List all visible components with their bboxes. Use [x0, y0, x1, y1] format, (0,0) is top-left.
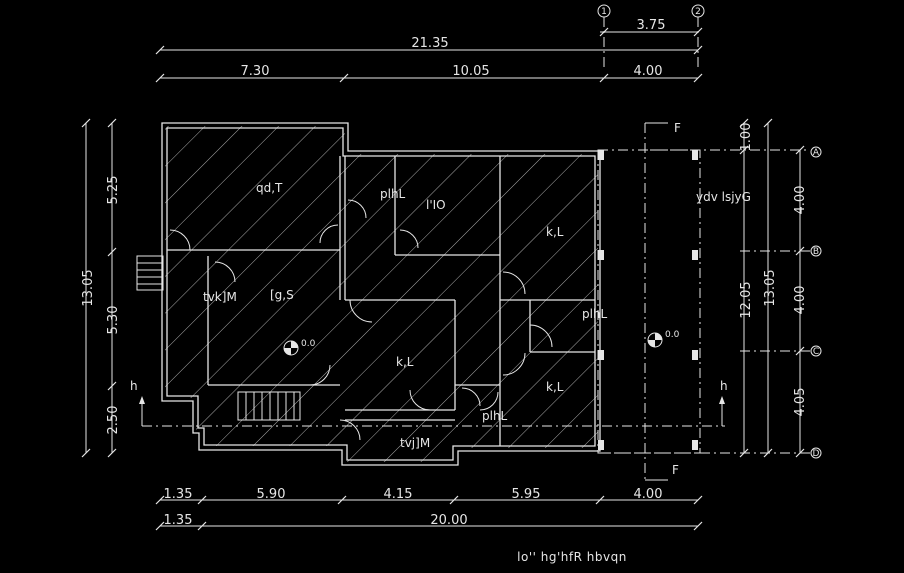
level-marker-1 — [283, 340, 299, 356]
dim-top-part-3: 4.00 — [634, 64, 663, 79]
dim-left-part-2: 5.30 — [106, 306, 121, 335]
room-label-4: k,L — [546, 225, 564, 239]
room-label-11: tvj]M — [400, 436, 430, 450]
dim-right-b-2: 4.00 — [793, 286, 808, 315]
dim-left-part-1: 5.25 — [106, 176, 121, 205]
level-value-1: 0.0 — [301, 339, 316, 349]
door-swings — [169, 199, 553, 441]
left-dimension-lines — [81, 118, 117, 458]
room-label-7: k,L — [396, 355, 414, 369]
axis-bubble-1: 1 — [597, 4, 611, 70]
dim-right-a-2: 12.05 — [739, 281, 754, 318]
dim-bottom-part-1: 1.35 — [164, 487, 193, 502]
bottom-dimension-lines — [155, 495, 703, 531]
dim-bottom-total-2: 20.00 — [430, 513, 467, 528]
dim-bottom-part-4: 5.95 — [512, 487, 541, 502]
svg-text:C: C — [813, 347, 819, 357]
dim-top-total: 21.35 — [411, 36, 448, 51]
dim-left-part-3: 2.50 — [106, 406, 121, 435]
svg-text:B: B — [813, 247, 819, 257]
room-label-9: k,L — [546, 380, 564, 394]
dim-top-part-1: 7.30 — [241, 64, 270, 79]
dim-left-total: 13.05 — [81, 269, 96, 306]
section-line-h — [139, 396, 725, 427]
building-hatch — [165, 126, 598, 462]
right-dimension-lines — [600, 118, 810, 458]
level-value-2: 0.0 — [665, 330, 680, 340]
dim-right-b-total: 13.05 — [763, 269, 778, 306]
room-label-12: ydv lsjyG — [696, 190, 751, 204]
top-dimension-lines — [155, 27, 703, 83]
axis-bubble-A: A — [810, 146, 822, 158]
axis-bubble-B: B — [810, 245, 822, 257]
axis-bubble-2: 2 — [691, 4, 705, 70]
section-mark-h-left: h — [130, 379, 138, 393]
svg-text:1: 1 — [601, 7, 607, 17]
dim-top-part-2: 10.05 — [452, 64, 489, 79]
room-label-3: l'IO — [426, 198, 446, 212]
room-label-6: [g,S — [270, 288, 294, 302]
room-label-1: qd,T — [256, 181, 283, 195]
dim-bottom-part-2: 5.90 — [257, 487, 286, 502]
level-marker-2 — [647, 332, 663, 348]
right-porch — [597, 122, 701, 481]
svg-text:D: D — [813, 449, 820, 459]
room-label-8: plhL — [582, 307, 608, 321]
dim-bottom-part-5: 4.00 — [634, 487, 663, 502]
dim-bottom-part-3: 4.15 — [384, 487, 413, 502]
dim-right-a-1: 1.00 — [739, 123, 754, 152]
interior-walls — [167, 156, 595, 446]
section-mark-f-bottom: F — [672, 463, 679, 477]
svg-text:A: A — [813, 148, 820, 158]
axis-bubble-C: C — [810, 345, 822, 357]
dim-top-right: 3.75 — [637, 18, 666, 33]
outer-walls — [161, 122, 601, 466]
dim-bottom-total-1: 1.35 — [164, 513, 193, 528]
drawing-title: lo'' hg'hfR hbvqn — [517, 550, 627, 564]
dim-right-b-1: 4.00 — [793, 186, 808, 215]
interior-stair — [237, 391, 301, 421]
entry-steps — [136, 255, 164, 291]
svg-text:2: 2 — [695, 7, 701, 17]
room-label-2: plhL — [380, 187, 406, 201]
section-mark-f-top: F — [674, 121, 681, 135]
room-label-10: plhL — [482, 409, 508, 423]
dim-right-b-3: 4.05 — [793, 388, 808, 417]
room-label-5: tvk]M — [203, 290, 237, 304]
section-mark-h-right: h — [720, 379, 728, 393]
axis-bubble-D: D — [810, 447, 822, 459]
